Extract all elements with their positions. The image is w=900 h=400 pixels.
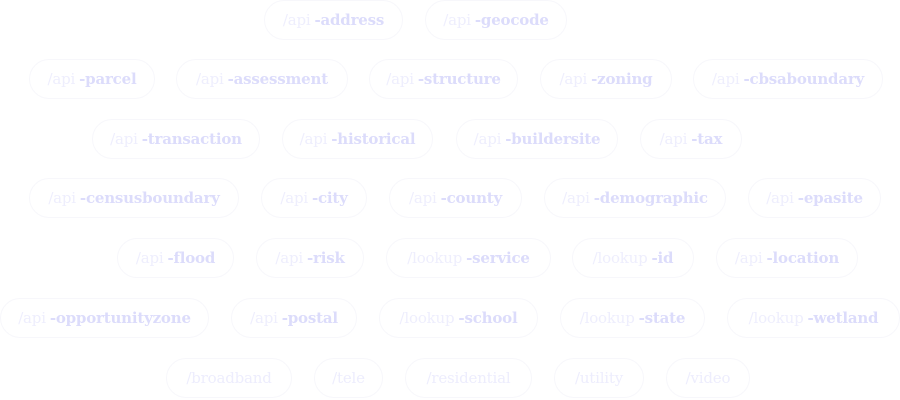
endpoint-prefix: /lookup [579,309,635,327]
endpoint-suffix: -historical [331,130,416,148]
endpoint-pill[interactable]: /api-geocode [425,0,567,40]
endpoint-prefix: /lookup [399,309,455,327]
endpoint-prefix: /api [110,130,138,148]
endpoint-pill[interactable]: /lookup-id [572,238,694,278]
endpoint-prefix: /api [559,70,588,88]
endpoint-prefix: /lookup [407,249,463,267]
endpoint-pill[interactable]: /api-structure [369,59,518,99]
endpoint-suffix: -tax [691,130,723,148]
endpoint-pill[interactable]: /api-cbsaboundary [693,59,883,99]
endpoint-pill[interactable]: /api-transaction [92,119,260,159]
endpoint-prefix: /api [282,11,311,29]
endpoint-pill[interactable]: /api-assessment [176,59,348,99]
endpoint-pill[interactable]: /video [666,358,750,398]
endpoint-suffix: -wetland [807,309,879,327]
endpoint-pill[interactable]: /tele [314,358,383,398]
endpoint-prefix: /api [48,189,76,207]
endpoint-pill[interactable]: /lookup-wetland [727,298,900,338]
endpoint-pill[interactable]: /broadband [166,358,292,398]
endpoint-pill[interactable]: /api-parcel [29,59,155,99]
endpoint-suffix: -service [466,249,530,267]
endpoint-suffix: -demographic [593,189,708,207]
endpoint-prefix: /api [135,249,164,267]
endpoint-suffix: -epasite [797,189,863,207]
endpoint-suffix: -geocode [474,11,549,29]
endpoint-pill[interactable]: /api-epasite [748,178,881,218]
endpoint-pill[interactable]: /api-tax [640,119,742,159]
endpoint-prefix: /lookup [592,249,648,267]
endpoint-suffix: -flood [167,249,216,267]
endpoint-suffix: -id [651,249,674,267]
endpoint-pill[interactable]: /api-censusboundary [29,178,239,218]
endpoint-label: /video [685,369,731,387]
endpoint-pill[interactable]: /api-buildersite [456,119,618,159]
endpoint-label: /utility [574,369,624,387]
endpoint-prefix: /api [711,70,740,88]
endpoint-suffix: -county [440,189,503,207]
endpoint-suffix: -structure [417,70,501,88]
endpoint-suffix: -parcel [79,70,137,88]
endpoint-pill[interactable]: /api-location [716,238,858,278]
endpoint-prefix: /api [386,70,414,88]
endpoint-suffix: -city [311,189,348,207]
endpoint-prefix: /api [18,309,46,327]
endpoint-label: /residential [426,369,511,387]
endpoint-pill[interactable]: /api-county [389,178,522,218]
endpoint-prefix: /api [47,70,76,88]
endpoint-suffix: -postal [281,309,338,327]
endpoint-pill[interactable]: /api-flood [117,238,234,278]
endpoint-prefix: /api [473,130,502,148]
endpoint-prefix: /api [766,189,794,207]
endpoint-suffix: -buildersite [505,130,601,148]
endpoint-pill[interactable]: /utility [554,358,644,398]
endpoint-pill[interactable]: /lookup-service [386,238,551,278]
endpoint-prefix: /lookup [748,309,804,327]
endpoint-prefix: /api [299,130,328,148]
endpoint-pill[interactable]: /lookup-school [379,298,538,338]
endpoint-prefix: /api [250,309,278,327]
endpoint-prefix: /api [275,249,303,267]
endpoint-pill[interactable]: /residential [405,358,532,398]
endpoint-prefix: /api [562,189,590,207]
endpoint-suffix: -risk [306,249,345,267]
endpoint-label: /broadband [186,369,272,387]
endpoint-suffix: -cbsaboundary [743,70,865,88]
endpoint-pill[interactable]: /api-city [261,178,367,218]
endpoint-suffix: -transaction [141,130,242,148]
endpoint-pill[interactable]: /lookup-state [560,298,705,338]
endpoint-pill[interactable]: /api-address [264,0,403,40]
endpoint-prefix: /api [408,189,437,207]
endpoint-suffix: -assessment [227,70,329,88]
endpoint-suffix: -school [458,309,518,327]
endpoint-suffix: -opportunityzone [49,309,191,327]
endpoint-prefix: /api [196,70,224,88]
endpoint-pill[interactable]: /api-opportunityzone [0,298,209,338]
endpoint-prefix: /api [659,130,688,148]
endpoint-suffix: -state [638,309,686,327]
endpoint-prefix: /api [443,11,471,29]
endpoint-pill[interactable]: /api-historical [282,119,433,159]
endpoint-label: /tele [332,369,365,387]
endpoint-prefix: /api [280,189,308,207]
endpoint-pill[interactable]: /api-risk [256,238,364,278]
endpoint-pill[interactable]: /api-zoning [540,59,672,99]
endpoint-suffix: -zoning [591,70,653,88]
endpoint-pill[interactable]: /api-demographic [544,178,726,218]
endpoint-prefix: /api [734,249,763,267]
endpoint-suffix: -address [314,11,385,29]
endpoint-suffix: -censusboundary [79,189,220,207]
endpoint-pill[interactable]: /api-postal [231,298,357,338]
endpoint-suffix: -location [766,249,840,267]
